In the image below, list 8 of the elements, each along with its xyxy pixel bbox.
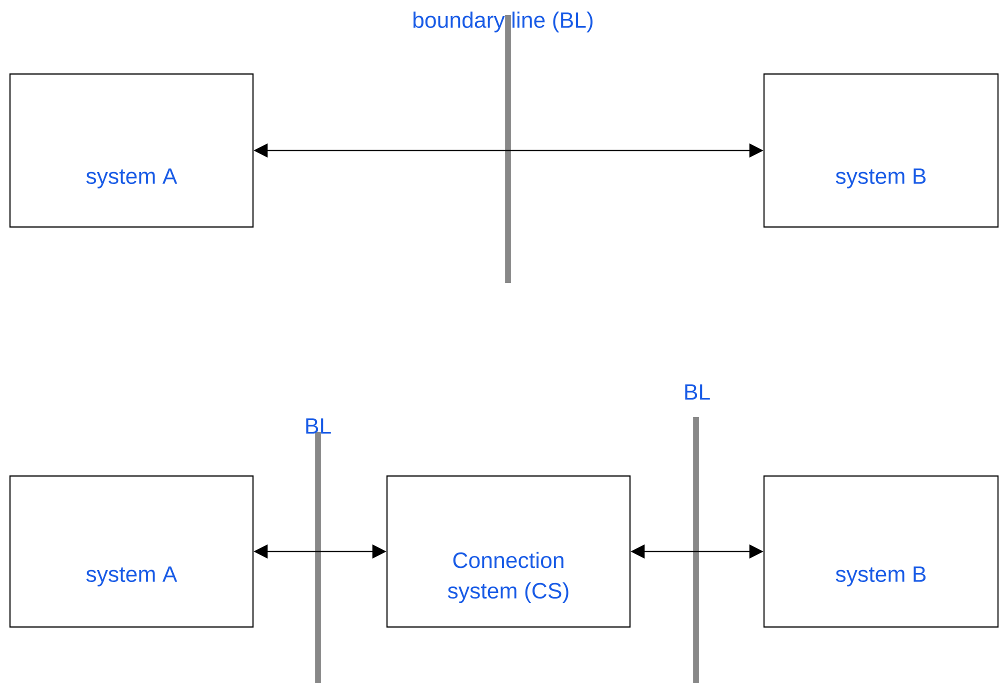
boundary-label: BL xyxy=(685,384,710,400)
system-box: system A xyxy=(9,73,254,228)
system-box: system B xyxy=(763,475,999,628)
boundary-label: BL xyxy=(306,418,331,434)
system-box: Connection system (CS) xyxy=(386,475,631,628)
system-box: system A xyxy=(9,475,254,628)
boundary-label: boundary line (BL) xyxy=(414,12,592,32)
system-box: system B xyxy=(763,73,999,228)
